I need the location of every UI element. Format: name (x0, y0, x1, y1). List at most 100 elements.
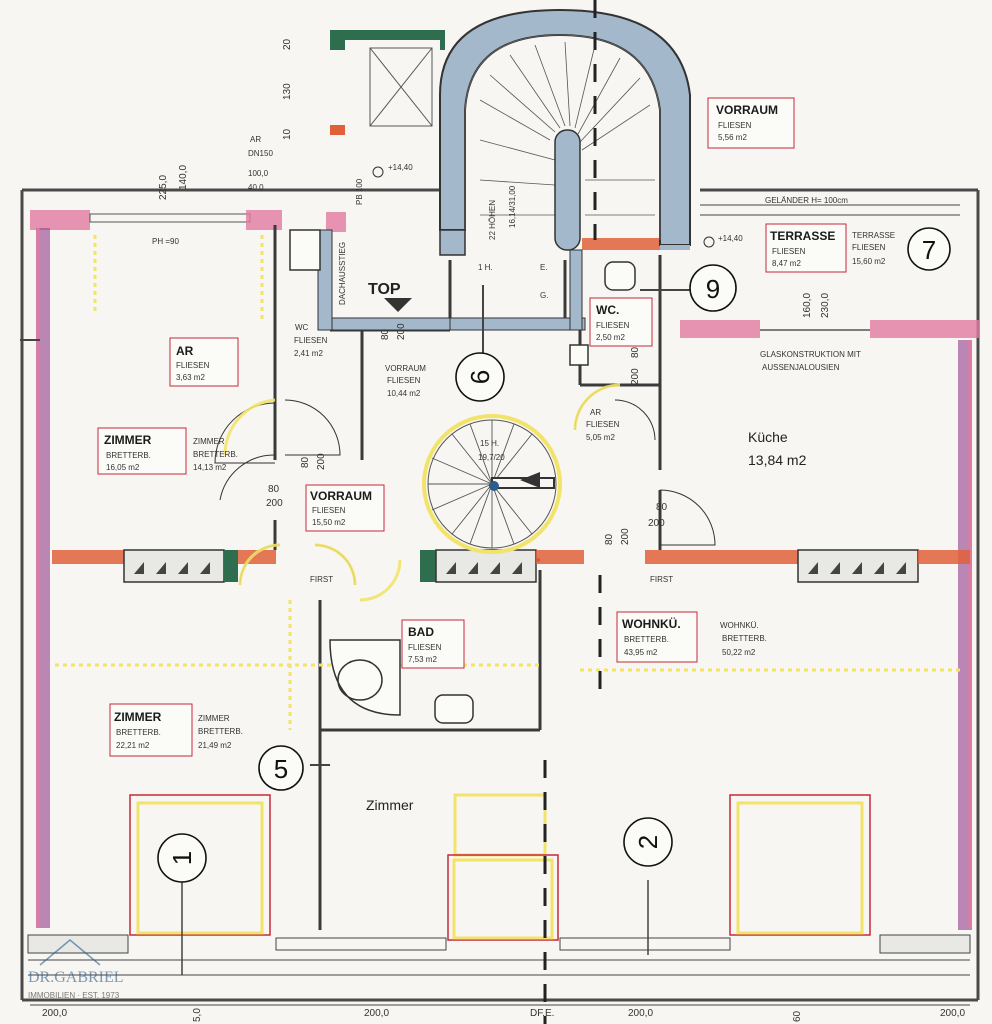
room-name: WC. (596, 303, 619, 317)
vent-blocks (134, 562, 906, 574)
room-area: 8,47 m2 (772, 259, 801, 268)
room-alt-floor: BRETTERB. (722, 634, 767, 643)
dim-label: 200 (648, 518, 665, 529)
room-name: AR (590, 408, 601, 417)
room-floor: FLIESEN (718, 121, 752, 130)
room-label-bad: BAD FLIESEN 7,53 m2 (401, 619, 465, 669)
room-label-zimmer-bottom: ZIMMER BRETTERB. 22,21 m2 ZIMMER BRETTER… (109, 703, 243, 757)
first-label: FIRST (650, 575, 673, 584)
dim-label: 200 (630, 368, 641, 385)
room-alt-area: 14,13 m2 (193, 463, 227, 472)
pb-label: PB 100 (355, 178, 364, 205)
room-label-vorraum-top: VORRAUM FLIESEN 5,56 m2 (707, 97, 795, 149)
first-label: FIRST (310, 575, 333, 584)
room-area: 7,53 m2 (408, 655, 437, 664)
dim-label: 200,0 (364, 1008, 389, 1019)
dim-label: 200 (266, 498, 283, 509)
e-label: E. (540, 263, 548, 272)
room-alt-floor: FLIESEN (852, 243, 886, 252)
top-arrow-icon (384, 298, 412, 312)
room-floor: BRETTERB. (624, 635, 669, 644)
room-area: 2,41 m2 (294, 349, 323, 358)
room-alt-name: TERRASSE (852, 231, 895, 240)
dim-label: 160,0 (802, 293, 813, 318)
room-area: 22,21 m2 (116, 741, 150, 750)
upper-stair-ratio: 16,14/31,00 (508, 185, 517, 228)
dim-label: 80 (630, 346, 641, 358)
room-label-ar-right: AR FLIESEN 5,05 m2 (586, 408, 620, 442)
glass-label: GLASKONSTRUKTION MIT (760, 350, 861, 359)
door-yellow-marks (223, 383, 621, 602)
marker-1: 1 (157, 833, 207, 883)
room-name: WC (295, 323, 309, 332)
top-label: TOP (368, 281, 401, 298)
room-floor: BRETTERB. (106, 451, 151, 460)
svg-text:9: 9 (706, 274, 720, 304)
room-label-terrasse: TERRASSE FLIESEN 8,47 m2 TERRASSE FLIESE… (765, 223, 895, 273)
room-label-zimmer-center: Zimmer (366, 797, 414, 813)
room-alt-floor: BRETTERB. (198, 727, 243, 736)
dim-label: 200,0 (628, 1008, 653, 1019)
dn-dim-label-2: 40,0 (248, 183, 264, 192)
dim-label: 80 (604, 533, 615, 545)
level-marker-icon (372, 166, 384, 178)
room-name: Küche (748, 429, 788, 445)
marker-6: 6 (455, 352, 505, 402)
logo-name: DR.GABRIEL (28, 969, 124, 986)
room-label-ar-left: AR FLIESEN 3,63 m2 (169, 337, 239, 387)
upper-stair-tower (439, 8, 691, 256)
room-alt-area: 21,49 m2 (198, 741, 232, 750)
room-floor: FLIESEN (772, 247, 806, 256)
room-name: AR (176, 344, 194, 358)
room-area: 16,05 m2 (106, 463, 140, 472)
room-alt-area: 15,60 m2 (852, 257, 886, 266)
room-label-wc-left: WC FLIESEN 2,41 m2 (294, 323, 328, 358)
dim-label: 5,0 (192, 1008, 203, 1022)
room-area: 15,50 m2 (312, 518, 346, 527)
level-marker-icon (703, 236, 715, 248)
room-label-vorraum-low: VORRAUM FLIESEN 15,50 m2 (305, 484, 385, 532)
top-wall-bands (30, 210, 980, 338)
axis-line (543, 0, 602, 1024)
room-floor: FLIESEN (596, 321, 630, 330)
room-area: 13,84 m2 (748, 452, 807, 468)
terrace-lines (20, 204, 960, 975)
room-alt-floor: BRETTERB. (193, 450, 238, 459)
dim-label: 140,0 (178, 165, 189, 190)
svg-text:5: 5 (274, 754, 288, 784)
room-floor: FLIESEN (294, 336, 328, 345)
room-floor: FLIESEN (387, 376, 421, 385)
level-label: +14,40 (388, 163, 413, 172)
room-name: VORRAUM (716, 103, 778, 117)
room-name: ZIMMER (104, 433, 152, 447)
glass-label-2: AUSSENJALOUSIEN (762, 363, 840, 372)
bath-fixtures (289, 229, 636, 724)
h1-label: 1 H. (478, 263, 493, 272)
room-area: 2,50 m2 (596, 333, 625, 342)
room-alt-name: ZIMMER (193, 437, 225, 446)
room-alt-name: ZIMMER (198, 714, 230, 723)
dim-label: DF.E. (530, 1008, 554, 1019)
dim-label: 10 (282, 128, 293, 140)
room-area: 5,56 m2 (718, 133, 747, 142)
stair-count: 15 H. (480, 439, 499, 448)
dim-label: 60 (792, 1010, 803, 1022)
dn150-label: DN150 (248, 149, 273, 158)
dim-label: 200,0 (42, 1008, 67, 1019)
dim-label: 200 (316, 453, 327, 470)
dim-label: 20 (282, 38, 293, 50)
house-icon (39, 939, 101, 966)
dim-label: 80 (656, 502, 668, 513)
dim-label: 200,0 (940, 1008, 965, 1019)
dim-label: 200 (620, 528, 631, 545)
side-walls (36, 228, 972, 930)
level-label: +14,40 (718, 234, 743, 243)
room-alt-area: 50,22 m2 (722, 648, 756, 657)
spiral-stair (422, 414, 562, 554)
svg-text:2: 2 (633, 835, 663, 849)
room-area: 10,44 m2 (387, 389, 421, 398)
marker-9: 9 (689, 264, 737, 312)
stair-ratio: 19,7/20 (478, 453, 505, 462)
railing-label: GELÄNDER H= 100cm (765, 196, 848, 205)
